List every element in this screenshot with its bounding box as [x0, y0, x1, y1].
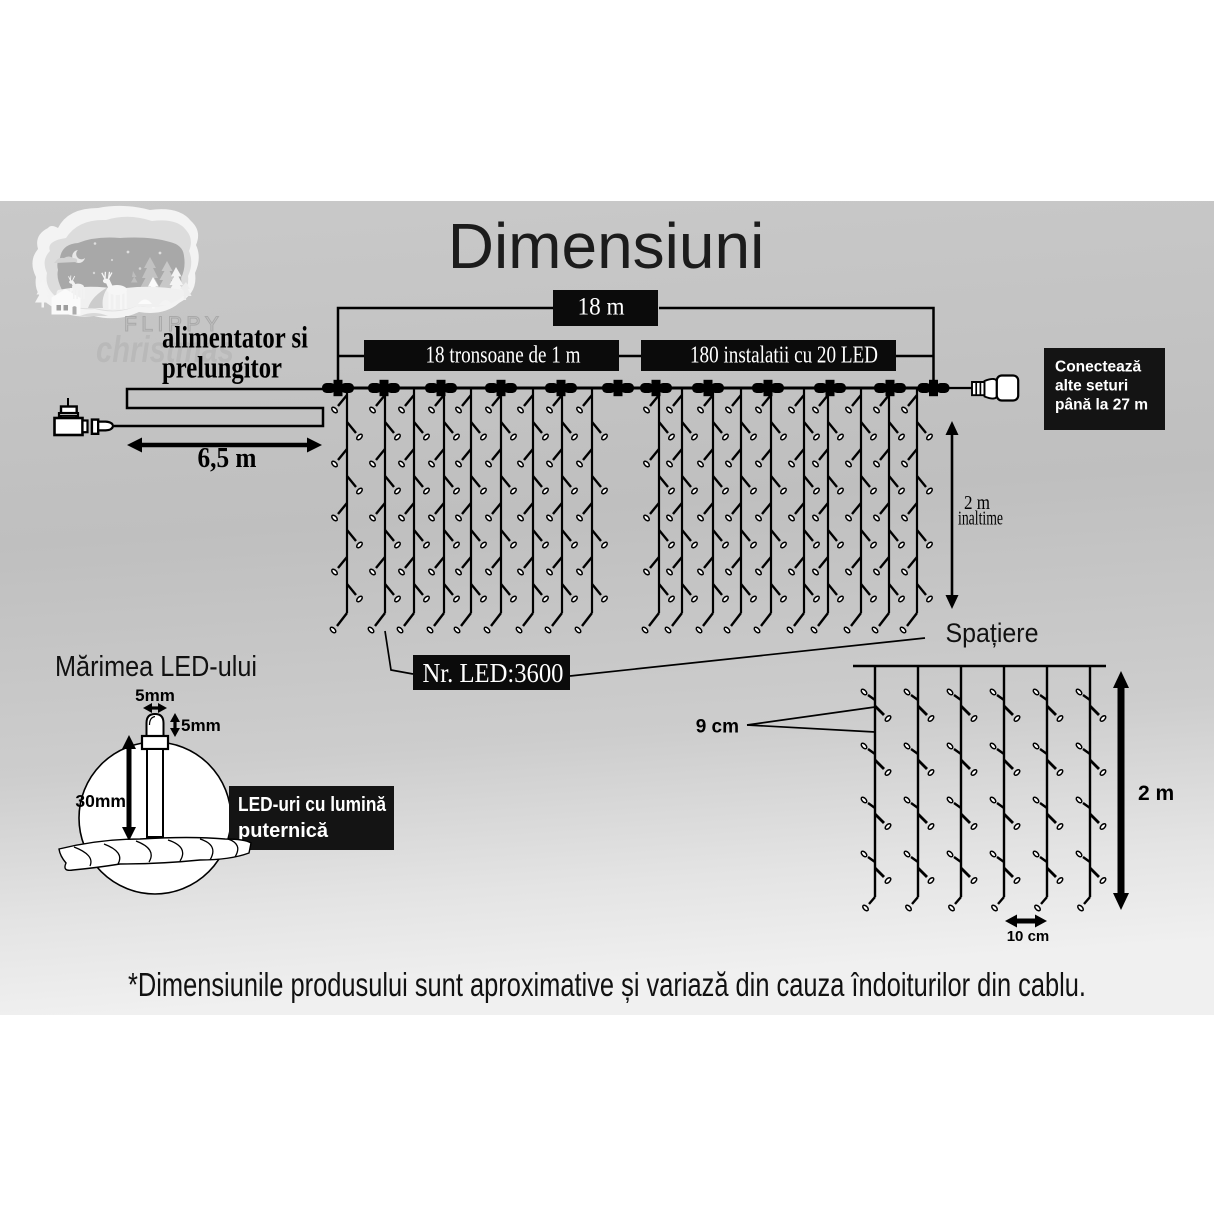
svg-text:*Dimensiunile produsului sunt: *Dimensiunile produsului sunt aproximati…: [128, 966, 1086, 1003]
svg-text:9 cm: 9 cm: [696, 717, 739, 738]
svg-text:Conectează: Conectează: [1055, 359, 1142, 376]
svg-text:LED-uri cu lumină: LED-uri cu lumină: [238, 794, 387, 816]
svg-text:5mm: 5mm: [181, 716, 221, 735]
svg-text:6,5 m: 6,5 m: [198, 443, 257, 474]
svg-text:prelungitor: prelungitor: [162, 350, 282, 385]
svg-text:2 m: 2 m: [964, 492, 990, 514]
svg-text:18 tronsoane de 1 m: 18 tronsoane de 1 m: [426, 342, 581, 368]
svg-text:Dimensiuni: Dimensiuni: [448, 210, 765, 282]
svg-text:FLIPPY: FLIPPY: [124, 313, 223, 336]
svg-text:18 m: 18 m: [578, 294, 626, 321]
svg-text:Nr. LED:3600: Nr. LED:3600: [423, 658, 564, 688]
svg-text:Mărimea LED-ului: Mărimea LED-ului: [55, 651, 257, 683]
svg-text:Spațiere: Spațiere: [946, 618, 1039, 648]
svg-text:până la 27 m: până la 27 m: [1055, 397, 1148, 414]
svg-text:inaltime: inaltime: [958, 508, 1003, 530]
svg-text:alte seturi: alte seturi: [1055, 378, 1128, 395]
svg-text:christmas: christmas: [96, 329, 234, 370]
svg-text:5mm: 5mm: [135, 686, 175, 705]
svg-text:30mm: 30mm: [75, 791, 126, 811]
svg-text:10 cm: 10 cm: [1007, 928, 1050, 945]
svg-text:2 m: 2 m: [1138, 782, 1174, 805]
svg-text:puternică: puternică: [238, 820, 329, 842]
svg-text:alimentator si: alimentator si: [162, 320, 308, 355]
svg-text:180 instalatii cu 20 LED: 180 instalatii cu 20 LED: [690, 342, 878, 368]
